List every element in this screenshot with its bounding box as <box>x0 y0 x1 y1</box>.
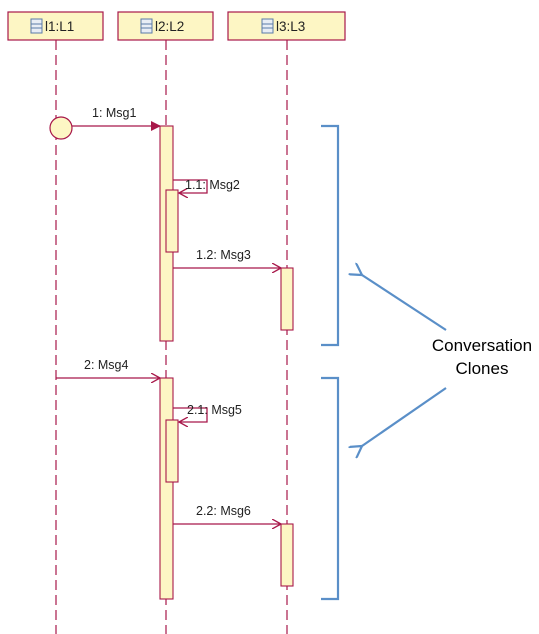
message-label-msg1: 1: Msg1 <box>92 106 137 120</box>
message-arrow-msg5[interactable] <box>173 407 208 422</box>
annotation-line-1: Conversation <box>432 336 532 355</box>
bracket-conversation-1 <box>321 124 340 347</box>
lifeline-l3-label: l3:L3 <box>276 19 305 34</box>
class-icon <box>140 18 153 34</box>
message-label-msg3: 1.2: Msg3 <box>196 248 251 262</box>
message-label-msg2: 1.1: Msg2 <box>185 178 240 192</box>
activation-l2-nested-2[interactable] <box>165 419 179 483</box>
message-label-msg5: 2.1: Msg5 <box>187 403 242 417</box>
lifeline-l1-label: l1:L1 <box>45 19 74 34</box>
message-arrow-msg2[interactable] <box>173 179 208 193</box>
class-icon <box>30 18 43 34</box>
message-label-msg4: 2: Msg4 <box>84 358 129 372</box>
found-message-circle <box>49 116 73 140</box>
class-icon <box>261 18 274 34</box>
message-label-msg6: 2.2: Msg6 <box>196 504 251 518</box>
lifeline-l2-label: l2:L2 <box>155 19 184 34</box>
annotation-line-2: Clones <box>456 359 509 378</box>
lifeline-l1-head[interactable] <box>7 11 104 41</box>
callout-arrow-upper <box>362 275 447 331</box>
activation-l3-1[interactable] <box>280 267 294 331</box>
bracket-conversation-2 <box>321 376 340 601</box>
activation-l2-conversation-2[interactable] <box>159 377 174 600</box>
activation-l2-nested-1[interactable] <box>165 189 179 253</box>
lifeline-l1[interactable]: l1:L1 <box>7 11 104 634</box>
callout-arrow-lower <box>362 387 447 446</box>
activation-l3-2[interactable] <box>280 523 294 587</box>
